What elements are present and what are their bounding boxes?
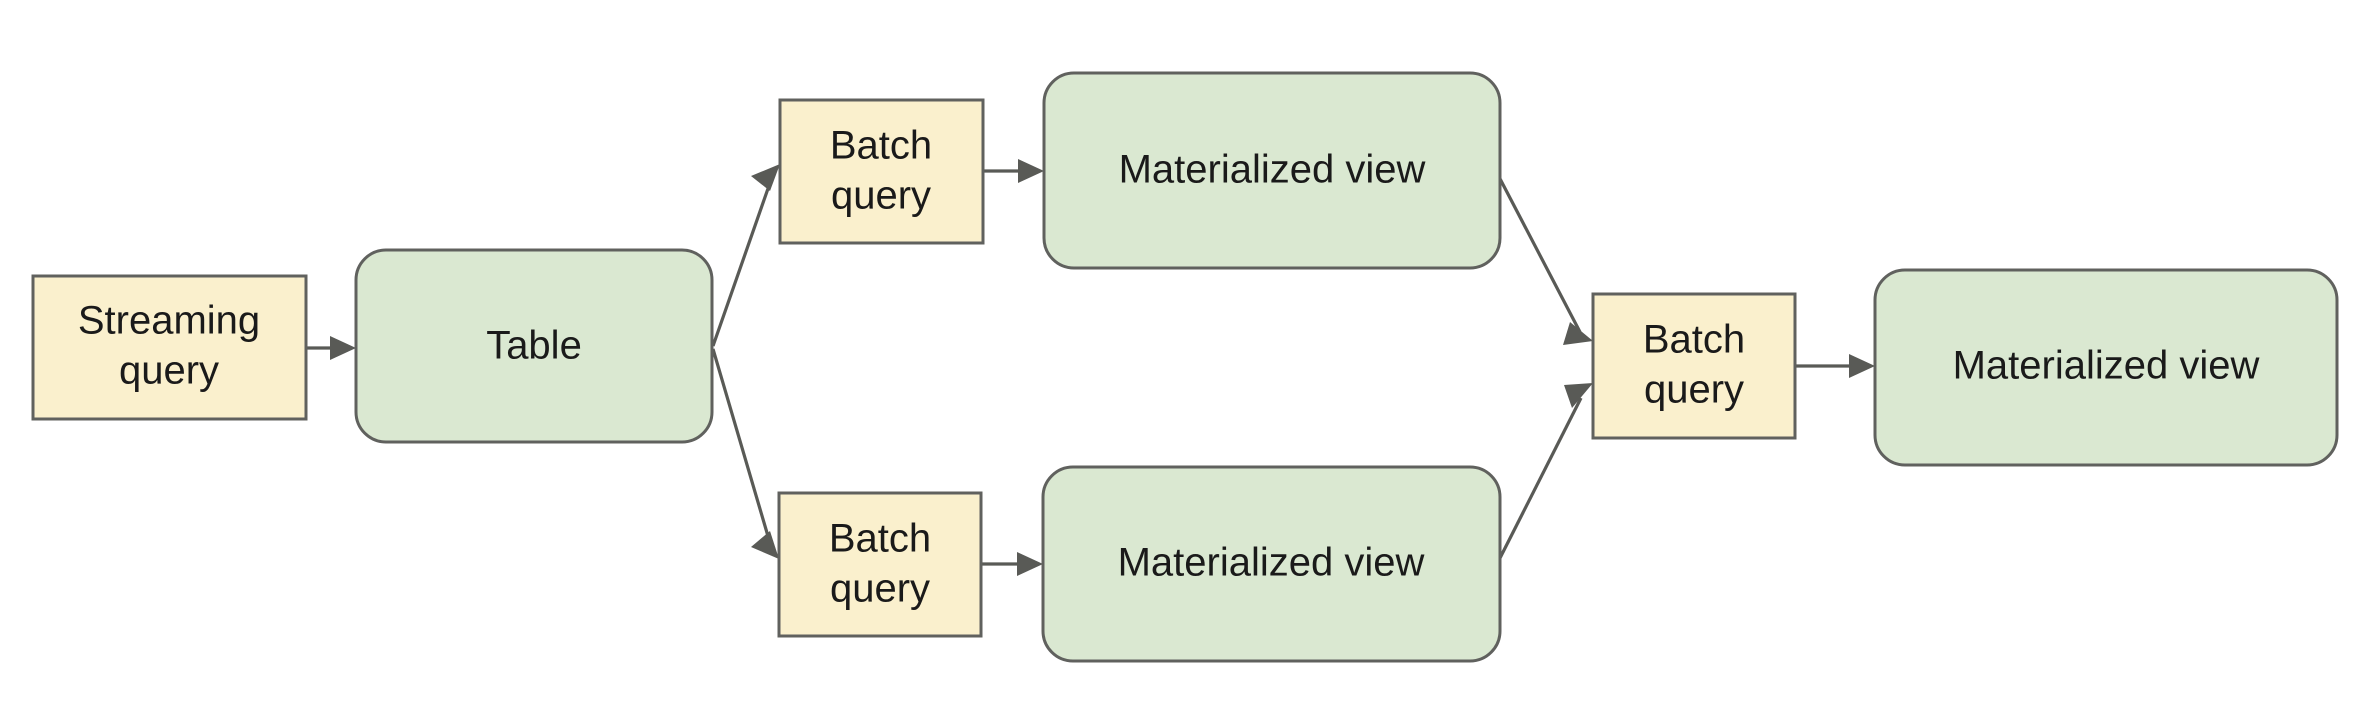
- node-batch-query-center[interactable]: Batch query: [1591, 292, 1797, 440]
- node-batch-query-bottom-label-line2: query: [830, 567, 930, 611]
- node-batch-query-top-label-line2: query: [831, 174, 931, 218]
- node-materialized-view-bottom-label: Materialized view: [1118, 541, 1425, 585]
- node-materialized-view-top-label: Materialized view: [1119, 148, 1426, 192]
- node-materialized-view-bottom[interactable]: Materialized view: [1041, 465, 1502, 663]
- edge-batch-top-to-mv-top: [983, 159, 1044, 183]
- node-layer: Streaming query Table Batch query Materi…: [31, 71, 2339, 663]
- node-table-label: Table: [486, 324, 582, 368]
- node-batch-query-top[interactable]: Batch query: [778, 98, 985, 245]
- node-materialized-view-final[interactable]: Materialized view: [1873, 268, 2339, 467]
- node-batch-query-top-label-line1: Batch: [830, 124, 932, 168]
- edge-batch-bottom-to-mv-bottom: [981, 552, 1043, 576]
- edge-batch-center-to-mv-final: [1795, 354, 1875, 378]
- node-streaming-query-label-line1: Streaming: [78, 299, 260, 343]
- edge-mv-top-to-batch-center: [1495, 172, 1593, 345]
- edge-streaming-to-table: [306, 336, 356, 360]
- node-materialized-view-final-label: Materialized view: [1953, 344, 2260, 388]
- node-materialized-view-top[interactable]: Materialized view: [1042, 71, 1502, 270]
- node-batch-query-bottom-label-line1: Batch: [829, 517, 931, 561]
- edge-layer: [306, 159, 1875, 576]
- node-streaming-query-label-line2: query: [119, 349, 219, 393]
- edge-table-to-batch-top: [711, 164, 780, 347]
- node-table[interactable]: Table: [354, 248, 714, 444]
- node-batch-query-center-label-line2: query: [1644, 368, 1744, 412]
- node-batch-query-center-label-line1: Batch: [1643, 318, 1745, 362]
- edge-mv-bottom-to-batch-center: [1496, 383, 1593, 563]
- node-batch-query-bottom[interactable]: Batch query: [777, 491, 983, 638]
- node-streaming-query[interactable]: Streaming query: [31, 274, 308, 421]
- edge-table-to-batch-bottom: [711, 348, 779, 559]
